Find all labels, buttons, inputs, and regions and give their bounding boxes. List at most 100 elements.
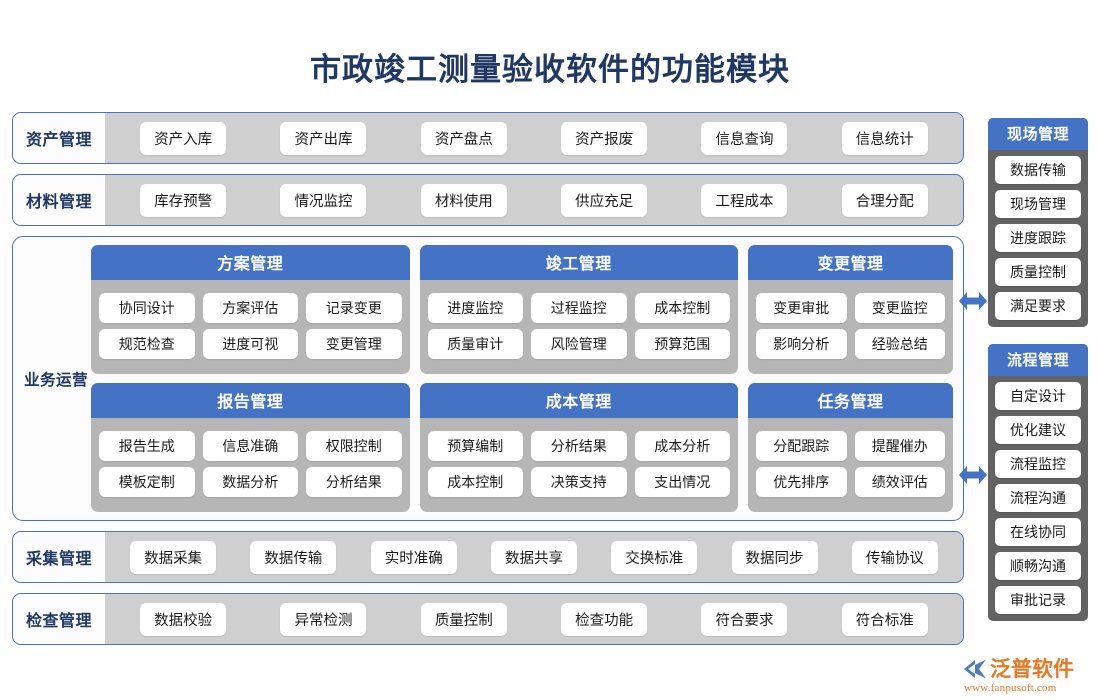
module-item[interactable]: 资产入库 bbox=[140, 121, 227, 155]
group-item[interactable]: 成本控制 bbox=[634, 292, 730, 323]
group-item[interactable]: 提醒催办 bbox=[854, 430, 945, 461]
group-item[interactable]: 经验总结 bbox=[854, 328, 945, 359]
module-item[interactable]: 符合标准 bbox=[841, 602, 928, 636]
side-panel-header: 流程管理 bbox=[988, 344, 1088, 376]
module-item[interactable]: 数据传输 bbox=[250, 540, 337, 574]
module-item[interactable]: 工程成本 bbox=[701, 183, 788, 217]
module-item[interactable]: 异常检测 bbox=[280, 602, 367, 636]
module-item[interactable]: 数据采集 bbox=[130, 540, 217, 574]
side-panel-items: 数据传输 现场管理 进度跟踪 质量控制 满足要求 bbox=[988, 150, 1088, 320]
module-item[interactable]: 信息查询 bbox=[701, 121, 788, 155]
group-item[interactable]: 过程监控 bbox=[531, 292, 627, 323]
double-arrow-icon bbox=[958, 462, 988, 488]
side-panel-process-management: 流程管理 自定设计 优化建议 流程监控 流程沟通 在线协同 顺畅沟通 审批记录 bbox=[988, 344, 1088, 621]
group-item[interactable]: 预算范围 bbox=[634, 328, 730, 359]
module-item[interactable]: 实时准确 bbox=[370, 540, 457, 574]
module-item[interactable]: 交换标准 bbox=[611, 540, 698, 574]
group-plan-management: 方案管理 协同设计 方案评估 记录变更 规范检查 进度可视 变更管理 bbox=[91, 245, 410, 374]
brand-logo: 泛普软件 www.fanpusoft.com bbox=[962, 658, 1094, 698]
module-item[interactable]: 资产报废 bbox=[561, 121, 648, 155]
group-item[interactable]: 预算编制 bbox=[427, 430, 523, 461]
group-cost-management: 成本管理 预算编制 分析结果 成本分析 成本控制 决策支持 支出情况 bbox=[419, 383, 739, 512]
group-item[interactable]: 决策支持 bbox=[531, 466, 627, 497]
side-panel-item[interactable]: 自定设计 bbox=[995, 382, 1081, 410]
page-title: 市政竣工测量验收软件的功能模块 bbox=[310, 52, 790, 87]
group-item[interactable]: 风险管理 bbox=[531, 328, 627, 359]
group-item[interactable]: 绩效评估 bbox=[854, 466, 945, 497]
module-item[interactable]: 传输协议 bbox=[851, 540, 938, 574]
module-item[interactable]: 符合要求 bbox=[701, 602, 788, 636]
side-panel-item[interactable]: 流程沟通 bbox=[995, 484, 1081, 512]
business-operations-label: 业务运营 bbox=[23, 371, 88, 389]
side-panel-field-management: 现场管理 数据传输 现场管理 进度跟踪 质量控制 满足要求 bbox=[988, 118, 1088, 327]
module-item[interactable]: 资产出库 bbox=[280, 121, 367, 155]
row-items: 资产入库 资产出库 资产盘点 资产报废 信息查询 信息统计 bbox=[105, 113, 963, 163]
group-item[interactable]: 协同设计 bbox=[99, 292, 195, 323]
group-item[interactable]: 优先排序 bbox=[756, 466, 847, 497]
side-panel-item[interactable]: 审批记录 bbox=[995, 586, 1081, 614]
side-panel-item[interactable]: 优化建议 bbox=[995, 416, 1081, 444]
module-item[interactable]: 数据共享 bbox=[490, 540, 577, 574]
group-item[interactable]: 变更审批 bbox=[756, 292, 847, 323]
group-item[interactable]: 分配跟踪 bbox=[756, 430, 847, 461]
group-item[interactable]: 成本控制 bbox=[427, 466, 523, 497]
side-panel-item[interactable]: 顺畅沟通 bbox=[995, 552, 1081, 580]
group-task-management: 任务管理 分配跟踪 提醒催办 优先排序 绩效评估 bbox=[748, 383, 953, 512]
group-item[interactable]: 记录变更 bbox=[306, 292, 402, 323]
row-label: 材料管理 bbox=[13, 175, 105, 225]
group-line: 模板定制 数据分析 分析结果 bbox=[99, 466, 402, 497]
side-panel-item[interactable]: 进度跟踪 bbox=[995, 224, 1081, 252]
module-item[interactable]: 质量控制 bbox=[420, 602, 507, 636]
module-item[interactable]: 供应充足 bbox=[561, 183, 648, 217]
group-item[interactable]: 模板定制 bbox=[99, 466, 195, 497]
group-report-management: 报告管理 报告生成 信息准确 权限控制 模板定制 数据分析 分析结果 bbox=[91, 383, 410, 512]
group-item[interactable]: 分析结果 bbox=[531, 430, 627, 461]
row-items: 库存预警 情况监控 材料使用 供应充足 工程成本 合理分配 bbox=[105, 175, 963, 225]
group-line: 协同设计 方案评估 记录变更 bbox=[99, 292, 402, 323]
group-item[interactable]: 质量审计 bbox=[427, 328, 523, 359]
module-item[interactable]: 信息统计 bbox=[841, 121, 928, 155]
module-item[interactable]: 资产盘点 bbox=[420, 121, 507, 155]
side-panel-item[interactable]: 数据传输 bbox=[995, 156, 1081, 184]
group-item[interactable]: 方案评估 bbox=[202, 292, 298, 323]
group-item[interactable]: 分析结果 bbox=[306, 466, 402, 497]
group-body: 报告生成 信息准确 权限控制 模板定制 数据分析 分析结果 bbox=[91, 418, 410, 512]
group-item[interactable]: 权限控制 bbox=[306, 430, 402, 461]
logo-url: www.fanpusoft.com bbox=[964, 682, 1057, 694]
row-items: 数据校验 异常检测 质量控制 检查功能 符合要求 符合标准 bbox=[105, 594, 963, 644]
group-header: 成本管理 bbox=[419, 383, 738, 418]
module-item[interactable]: 检查功能 bbox=[561, 602, 648, 636]
business-operations-panel: 业务运营 方案管理 协同设计 方案评估 记录变更 规范检查 bbox=[12, 236, 964, 521]
group-item[interactable]: 数据分析 bbox=[202, 466, 298, 497]
side-panel-item[interactable]: 满足要求 bbox=[995, 292, 1081, 320]
group-line: 分配跟踪 提醒催办 bbox=[756, 430, 945, 461]
group-item[interactable]: 变更管理 bbox=[306, 328, 402, 359]
group-item[interactable]: 信息准确 bbox=[202, 430, 298, 461]
group-item[interactable]: 报告生成 bbox=[99, 430, 195, 461]
group-line: 成本控制 决策支持 支出情况 bbox=[427, 466, 730, 497]
group-item[interactable]: 成本分析 bbox=[634, 430, 730, 461]
group-item[interactable]: 影响分析 bbox=[756, 328, 847, 359]
group-line: 优先排序 绩效评估 bbox=[756, 466, 945, 497]
group-item[interactable]: 进度可视 bbox=[202, 328, 298, 359]
side-panel-item[interactable]: 质量控制 bbox=[995, 258, 1081, 286]
group-item[interactable]: 支出情况 bbox=[634, 466, 730, 497]
side-panel-header: 现场管理 bbox=[988, 118, 1088, 150]
group-item[interactable]: 进度监控 bbox=[427, 292, 523, 323]
group-body: 预算编制 分析结果 成本分析 成本控制 决策支持 支出情况 bbox=[420, 418, 739, 512]
left-column: 资产管理 资产入库 资产出库 资产盘点 资产报废 信息查询 信息统计 材料管理 … bbox=[12, 112, 964, 655]
module-item[interactable]: 材料使用 bbox=[420, 183, 507, 217]
side-panel-item[interactable]: 现场管理 bbox=[995, 190, 1081, 218]
module-item[interactable]: 库存预警 bbox=[140, 183, 227, 217]
module-item[interactable]: 合理分配 bbox=[841, 183, 928, 217]
group-item[interactable]: 规范检查 bbox=[99, 328, 195, 359]
group-line: 预算编制 分析结果 成本分析 bbox=[427, 430, 730, 461]
side-panel-item[interactable]: 在线协同 bbox=[995, 518, 1081, 546]
module-item[interactable]: 数据校验 bbox=[140, 602, 227, 636]
row-label: 采集管理 bbox=[13, 532, 105, 582]
side-panel-item[interactable]: 流程监控 bbox=[995, 450, 1081, 478]
group-item[interactable]: 变更监控 bbox=[854, 292, 945, 323]
module-item[interactable]: 情况监控 bbox=[280, 183, 367, 217]
module-item[interactable]: 数据同步 bbox=[731, 540, 818, 574]
